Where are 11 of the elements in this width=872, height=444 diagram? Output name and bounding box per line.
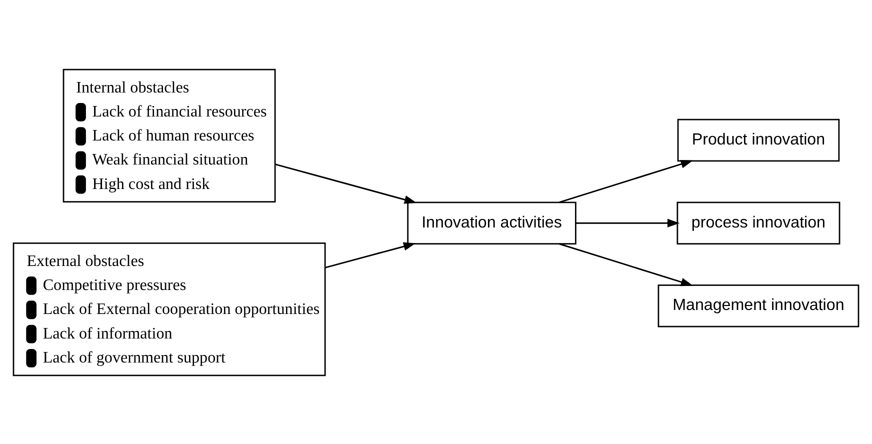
arrow <box>325 242 416 268</box>
node-box: Internal obstacles Lack of financial resources Lack of human resources Weak financial situation High cost and risk <box>62 68 276 202</box>
node-box: process innovation <box>676 201 840 244</box>
node-box: Management innovation <box>658 284 860 327</box>
arrow <box>559 242 694 286</box>
node-box: Product innovation <box>677 118 840 162</box>
arrow <box>275 163 417 204</box>
node-box: External obstacles Competitive pressures Lack of External cooperation opportunities Lack of information Lack of government support <box>12 242 326 376</box>
node-box: Innovation activities <box>407 201 576 244</box>
arrow <box>559 159 694 202</box>
arrow <box>576 218 680 227</box>
